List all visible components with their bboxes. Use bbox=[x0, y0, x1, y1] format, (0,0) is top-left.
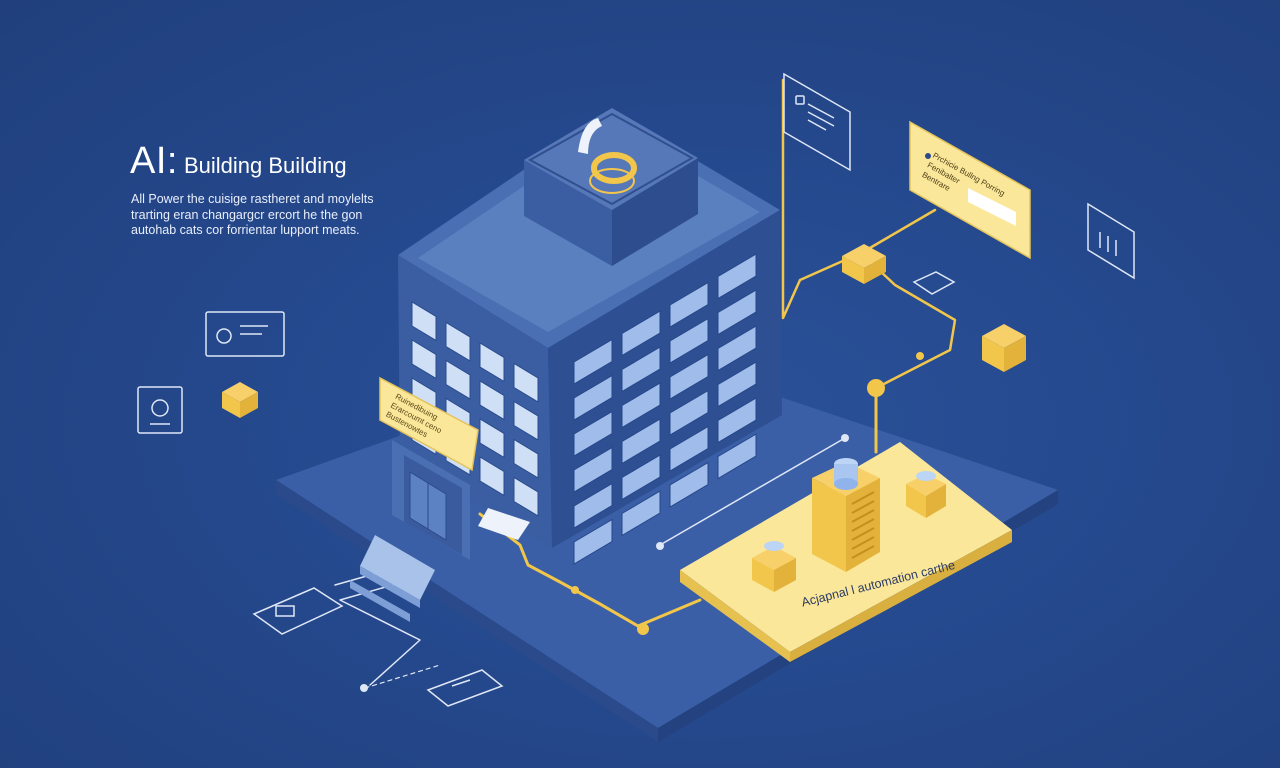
camera-panel-icon bbox=[137, 386, 183, 434]
window bbox=[479, 418, 505, 459]
window bbox=[479, 380, 505, 421]
window bbox=[621, 310, 661, 357]
document-stack bbox=[478, 508, 530, 540]
floating-info-card bbox=[909, 120, 1031, 260]
server-slots bbox=[851, 491, 875, 559]
profile-panel-icon bbox=[205, 311, 285, 357]
window bbox=[621, 490, 661, 537]
description-line-1: All Power the cuisige rastheret and moyl… bbox=[131, 192, 374, 206]
description: All Power the cuisige rastheret and moyl… bbox=[131, 192, 401, 239]
window bbox=[669, 461, 709, 508]
window bbox=[717, 253, 757, 300]
description-line-3: autohab cats cor forrientar lupport meat… bbox=[131, 223, 360, 237]
shield-panel-icon bbox=[912, 271, 956, 295]
window bbox=[445, 359, 471, 400]
building-entrance bbox=[350, 440, 470, 622]
window bbox=[573, 446, 613, 493]
window bbox=[411, 301, 437, 342]
window bbox=[621, 418, 661, 465]
entrance-sign bbox=[379, 376, 479, 472]
headline-ai: AI: bbox=[130, 140, 178, 182]
junction-node bbox=[916, 352, 924, 360]
junction-node bbox=[637, 623, 649, 635]
window bbox=[717, 289, 757, 336]
window bbox=[513, 400, 539, 441]
floating-cube bbox=[222, 382, 258, 418]
window bbox=[479, 456, 505, 497]
description-line-2: trarting eran changargcr ercort he the g… bbox=[131, 207, 363, 222]
window bbox=[573, 374, 613, 421]
window bbox=[717, 397, 757, 444]
junction-node bbox=[867, 379, 885, 397]
window bbox=[513, 362, 539, 403]
window bbox=[717, 433, 757, 480]
line-node bbox=[841, 434, 849, 442]
laptop-panel-icon bbox=[252, 587, 344, 635]
window bbox=[411, 339, 437, 380]
server-slot bbox=[851, 545, 875, 559]
window bbox=[669, 389, 709, 436]
line-node bbox=[360, 684, 368, 692]
server-slot bbox=[851, 509, 875, 523]
server-slot bbox=[851, 536, 875, 550]
junction-node bbox=[571, 586, 579, 594]
document-panel-icon bbox=[783, 72, 851, 172]
screen-panel-icon bbox=[426, 669, 504, 707]
window bbox=[513, 438, 539, 479]
chip-panel-icon bbox=[1087, 202, 1135, 280]
entrance-steps bbox=[360, 535, 435, 600]
window bbox=[445, 321, 471, 362]
server-slot bbox=[851, 527, 875, 541]
window bbox=[717, 361, 757, 408]
headline-title: Building Building bbox=[183, 153, 347, 178]
headline: AI:Building Building bbox=[130, 140, 347, 183]
building-windows-side bbox=[573, 253, 757, 565]
floating-cube bbox=[982, 324, 1026, 372]
roof-ring-icon bbox=[591, 152, 637, 184]
window bbox=[573, 338, 613, 385]
line-node bbox=[656, 542, 664, 550]
server-slot bbox=[851, 500, 875, 514]
window bbox=[573, 410, 613, 457]
floating-panels bbox=[137, 72, 1135, 707]
window bbox=[621, 346, 661, 393]
window bbox=[621, 382, 661, 429]
window bbox=[573, 482, 613, 529]
server-slot bbox=[851, 518, 875, 532]
window bbox=[621, 454, 661, 501]
window bbox=[717, 325, 757, 372]
floating-cube bbox=[842, 244, 886, 284]
window bbox=[479, 342, 505, 383]
window bbox=[669, 425, 709, 472]
window bbox=[573, 518, 613, 565]
server-slot bbox=[851, 491, 875, 505]
window bbox=[669, 353, 709, 400]
roof-tag-icon bbox=[578, 118, 602, 154]
window bbox=[669, 281, 709, 328]
window bbox=[513, 476, 539, 517]
window bbox=[669, 317, 709, 364]
